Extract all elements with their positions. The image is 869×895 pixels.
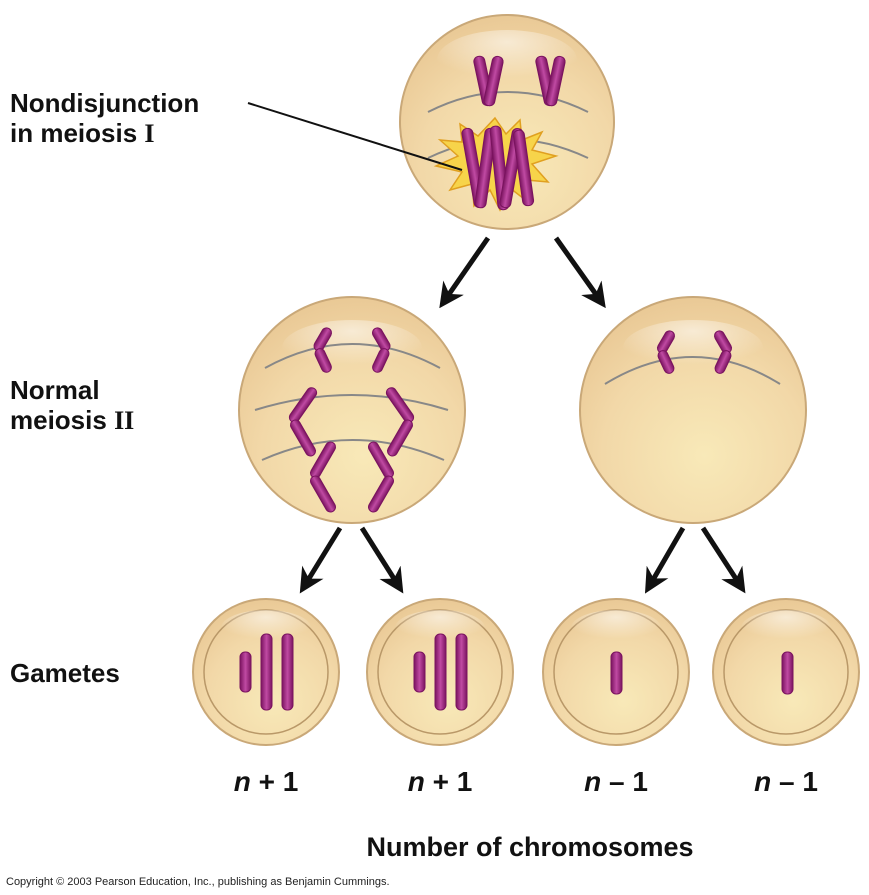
chromosome-cluster [461,125,535,211]
gamete-4 [712,598,860,746]
chromosome-x-right [535,55,566,107]
label-nondisjunction-prefix: in meiosis [10,118,145,148]
label-normal-roman: II [114,406,135,435]
arrow-to-gamete-3 [644,526,686,594]
label-gametes: Gametes [10,658,120,688]
cell-meiosis-i [399,14,615,230]
chromosome-x-left [473,55,504,107]
label-normal-line1: Normal [10,375,100,405]
cell-meiosis-ii-right [579,296,807,524]
copyright-notice: Copyright © 2003 Pearson Education, Inc.… [6,876,390,888]
label-nondisjunction: Nondisjunction in meiosis I [10,88,199,149]
chromatids-left-cell [288,327,415,513]
gamete-1 [192,598,340,746]
arrow-to-right-cell [553,236,606,309]
gamete-count-1: n + 1 [233,766,299,797]
gamete-2 [366,598,514,746]
axis-title: Number of chromosomes [366,832,694,862]
arrow-to-gamete-4 [700,526,746,594]
cell-meiosis-ii-left [238,296,466,524]
gamete-count-4: n – 1 [754,766,818,797]
chromatids-right-cell [657,330,732,374]
label-nondisjunction-line2: in meiosis I [10,118,199,149]
arrow-to-left-cell [439,236,491,309]
label-normal-prefix: meiosis [10,405,115,435]
arrow-to-gamete-1 [299,526,343,594]
label-nondisjunction-line1: Nondisjunction [10,88,200,118]
gamete-count-2: n + 1 [407,766,473,797]
label-nondisjunction-roman: I [144,119,155,148]
gamete-count-3: n – 1 [584,766,648,797]
gamete-3 [542,598,690,746]
label-normal-line2: meiosis II [10,405,134,436]
label-pointer-line [247,102,463,171]
arrow-to-gamete-2 [359,526,404,594]
label-normal-meiosis-ii: Normal meiosis II [10,375,134,436]
